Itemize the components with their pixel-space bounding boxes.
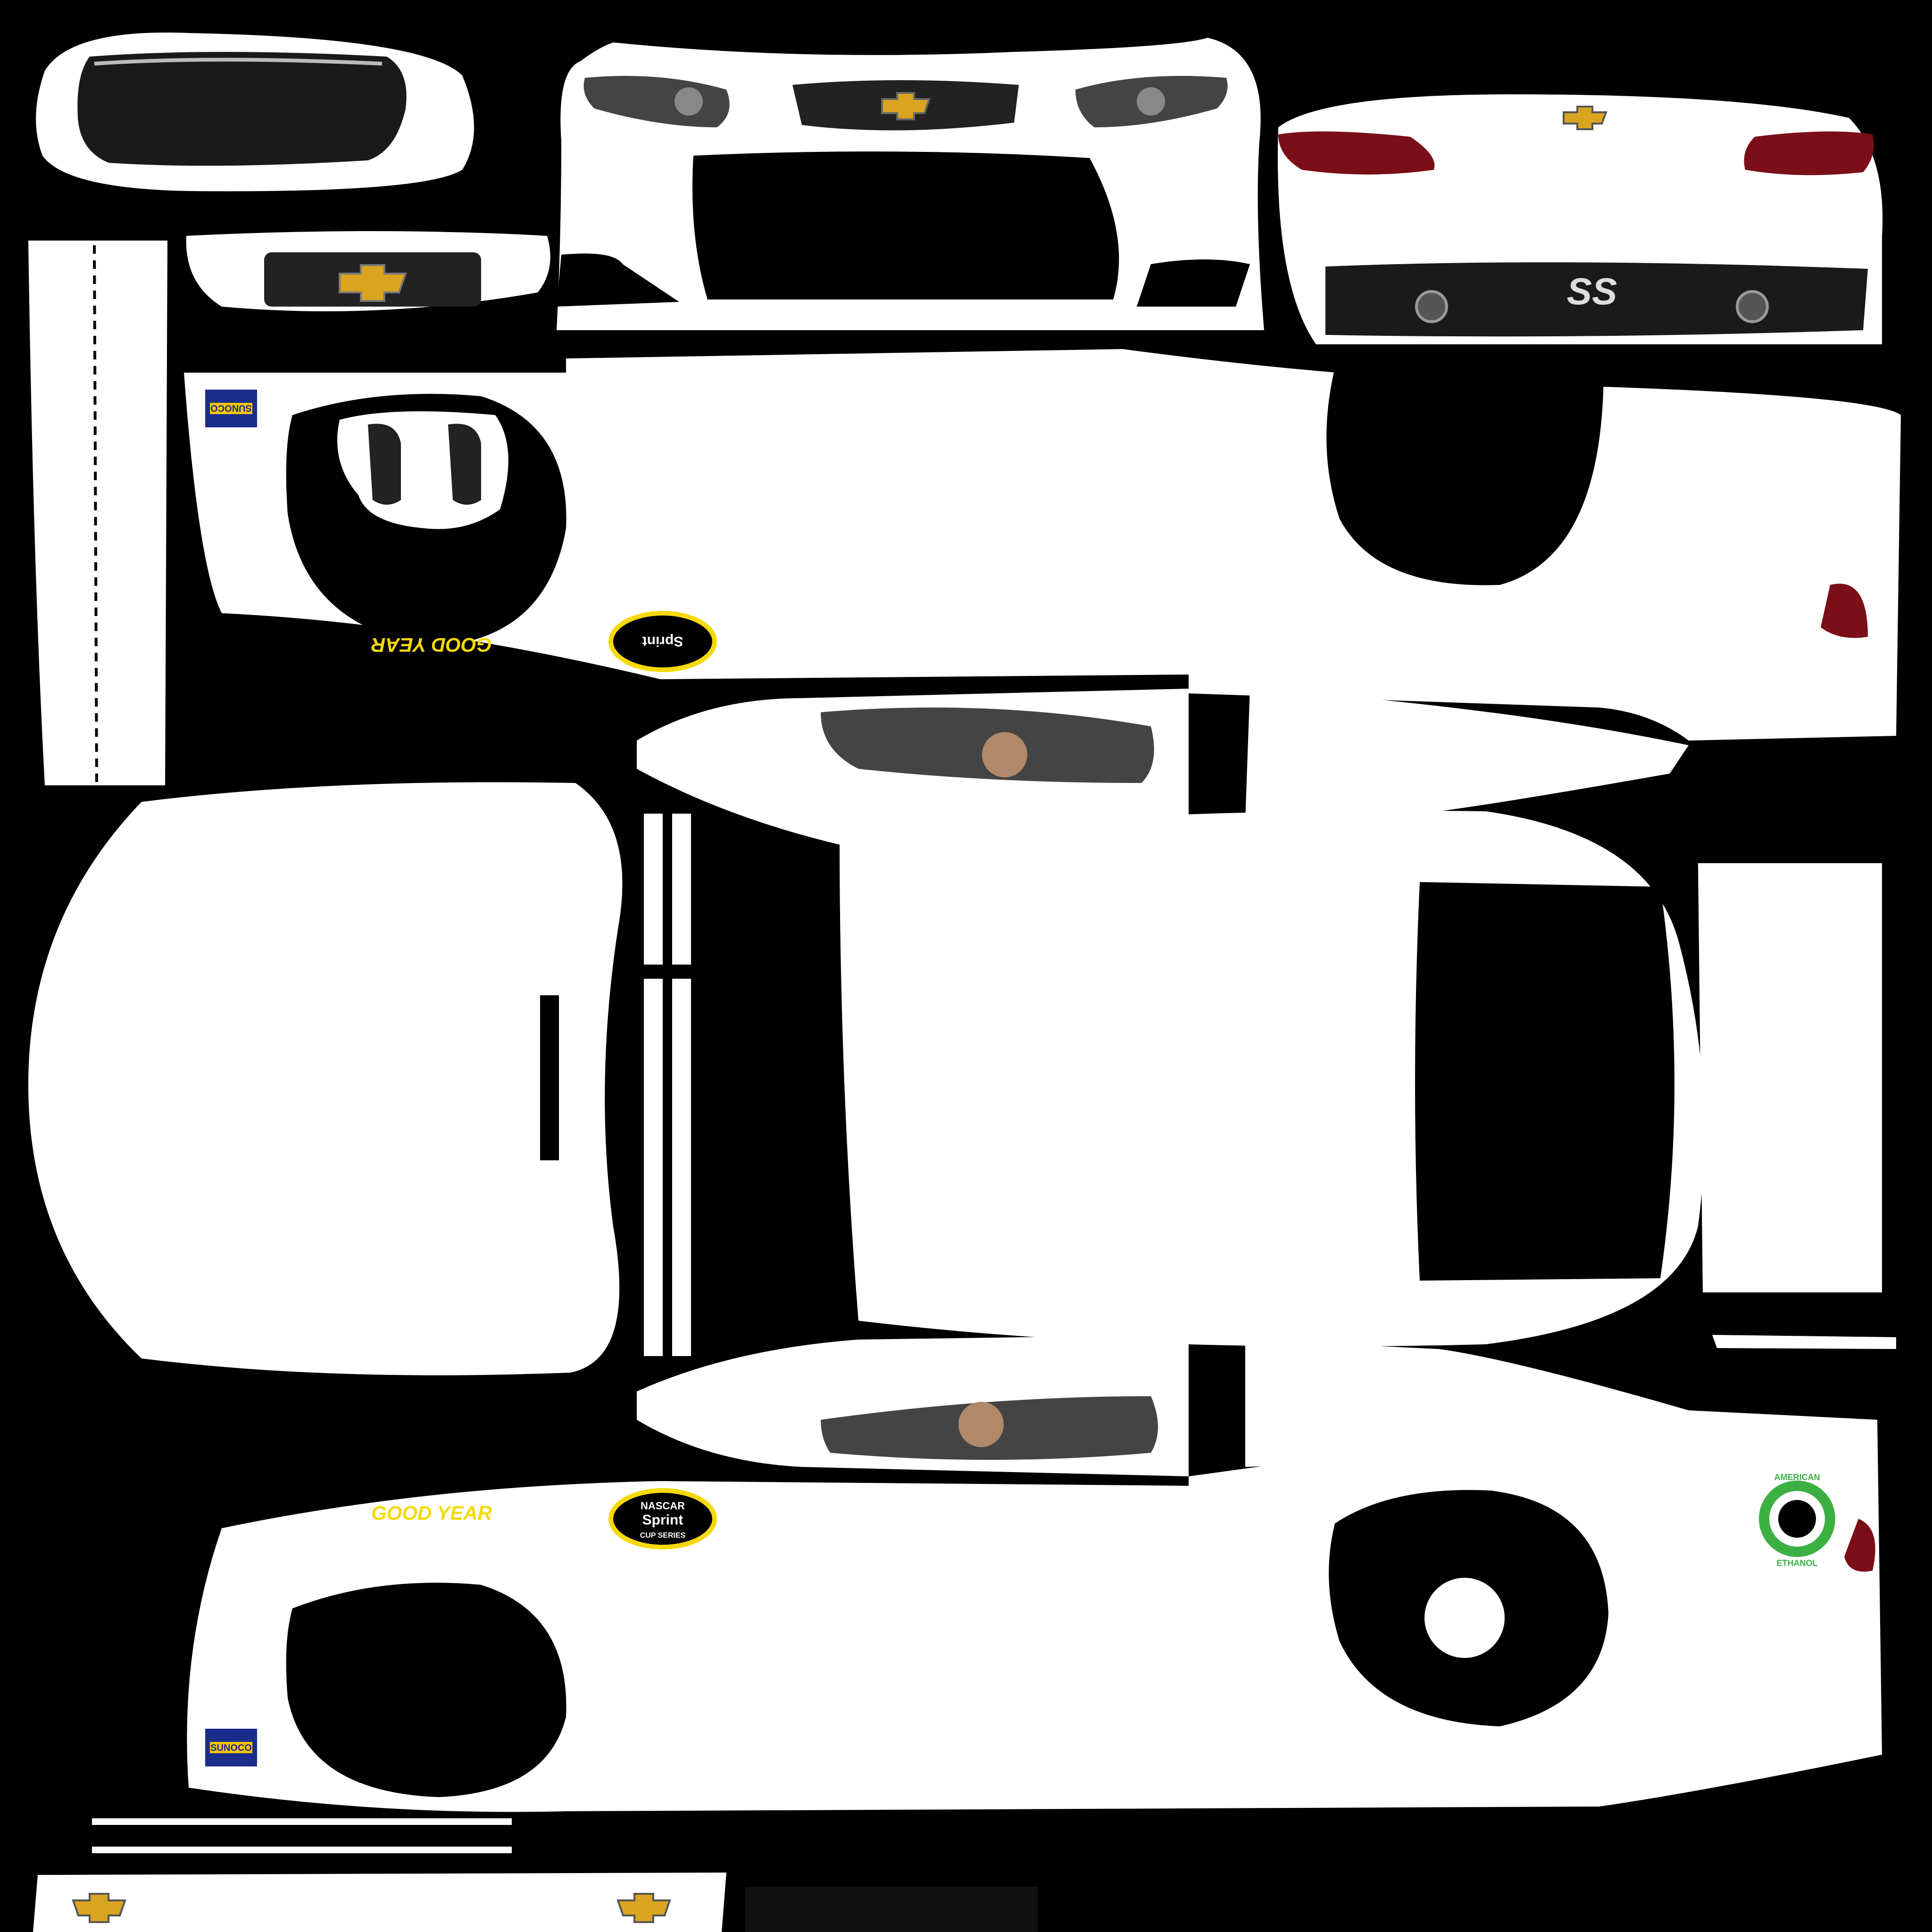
chevy-bowtie-icon [72, 1893, 126, 1923]
exhaust-icon [1415, 290, 1448, 323]
hood-scoop-panel [36, 33, 474, 192]
svg-text:Sprint: Sprint [642, 633, 683, 649]
american-ethanol-decal: AMERICAN ETHANOL [1759, 1473, 1835, 1568]
nascar-sprint-decal: Sprint [608, 611, 717, 672]
taillight-icon [1744, 131, 1874, 175]
bottom-strips [33, 1335, 1896, 1932]
svg-text:GOOD YEAR: GOOD YEAR [371, 634, 492, 656]
svg-text:SUNOCO: SUNOCO [210, 1743, 252, 1753]
svg-text:SUNOCO: SUNOCO [210, 403, 252, 413]
lower-side-panel: SUNOCO GOOD YEAR NASCAR Sprint CUP SERIE… [187, 1410, 1882, 1812]
svg-text:GOOD YEAR: GOOD YEAR [371, 1502, 492, 1524]
exhaust-icon [1736, 290, 1769, 323]
chevy-bowtie-icon [1563, 106, 1607, 130]
svg-text:AMERICAN: AMERICAN [1774, 1473, 1820, 1482]
chevy-bowtie-icon [881, 92, 931, 120]
windshield-stripes-panel [644, 814, 691, 1356]
svg-text:NASCAR: NASCAR [641, 1500, 685, 1512]
front-fascia-panel [557, 38, 1264, 330]
hood-scoop-icon [77, 52, 407, 166]
sunoco-decal: SUNOCO [205, 390, 257, 427]
upper-window-panel [637, 689, 1689, 849]
svg-text:ETHANOL: ETHANOL [1777, 1558, 1818, 1568]
upper-side-panel: SUNOCO GOOD YEAR Sprint [184, 349, 1901, 741]
chevy-bowtie-icon [616, 1893, 671, 1923]
svg-text:Sprint: Sprint [642, 1512, 683, 1528]
nascar-sprint-decal: NASCAR Sprint CUP SERIES [608, 1488, 717, 1549]
left-strip-panel [28, 241, 167, 785]
rear-bumper [1325, 262, 1868, 337]
sunoco-decal: SUNOCO [205, 1729, 257, 1766]
goodyear-decal: GOOD YEAR [371, 634, 492, 656]
hood-panel [28, 782, 623, 1375]
rear-badge: SS [1567, 270, 1617, 312]
goodyear-decal: GOOD YEAR [371, 1502, 492, 1524]
fog-light-icon [368, 424, 401, 505]
taillight-icon [1844, 1519, 1875, 1572]
taillight-icon [1278, 131, 1435, 175]
chevy-bowtie-icon [339, 264, 407, 302]
roof-panel [840, 810, 1882, 1347]
svg-text:CUP SERIES: CUP SERIES [640, 1532, 686, 1540]
upper-grille-panel [186, 231, 550, 311]
rear-fascia-panel: SS [1278, 94, 1883, 344]
fog-light-icon [448, 424, 481, 505]
taillight-icon [1821, 583, 1868, 638]
